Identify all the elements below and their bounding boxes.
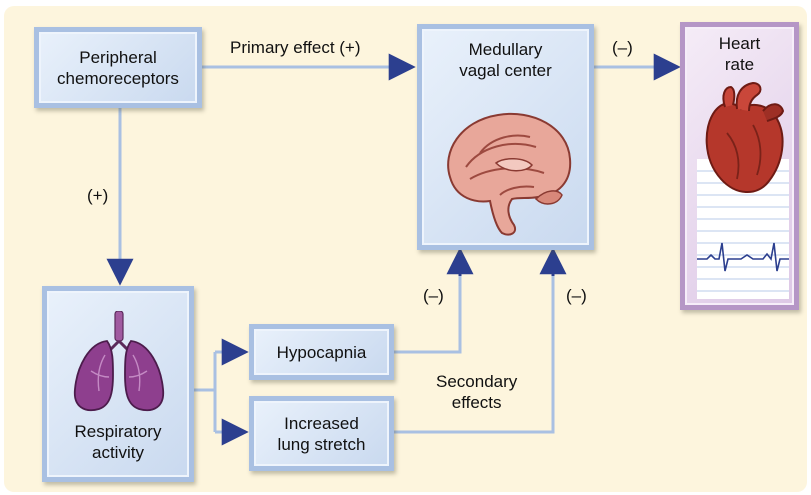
label-stretch-sign: (–) [566, 286, 587, 306]
label-secondary-effects: Secondary effects [436, 371, 517, 413]
node-peripheral-chemoreceptors: Peripheral chemoreceptors [34, 27, 202, 108]
lungs-icon [69, 311, 169, 415]
node-respiratory-label: Respiratory activity [75, 421, 162, 463]
label-chemo-resp-sign: (+) [87, 186, 108, 206]
label-primary-effect: Primary effect (+) [230, 38, 361, 58]
label-medullary-heart-sign: (–) [612, 38, 633, 58]
node-hypocapnia-label: Hypocapnia [277, 342, 367, 363]
edge-hypocapnia-medullary [393, 272, 460, 352]
node-lung-stretch: Increased lung stretch [249, 396, 394, 471]
node-heart-rate: Heart rate [680, 22, 799, 310]
node-hypocapnia: Hypocapnia [249, 324, 394, 380]
node-medullary-label: Medullary vagal center [459, 39, 552, 81]
node-heart-label: Heart rate [719, 33, 761, 75]
node-medullary-vagal-center: Medullary vagal center [417, 24, 594, 250]
node-peripheral-label: Peripheral chemoreceptors [57, 47, 179, 89]
heart-icon [697, 81, 789, 199]
node-lung-stretch-label: Increased lung stretch [278, 413, 366, 455]
brain-icon [440, 107, 576, 239]
label-hypocapnia-sign: (–) [423, 286, 444, 306]
node-respiratory-activity: Respiratory activity [42, 286, 194, 482]
